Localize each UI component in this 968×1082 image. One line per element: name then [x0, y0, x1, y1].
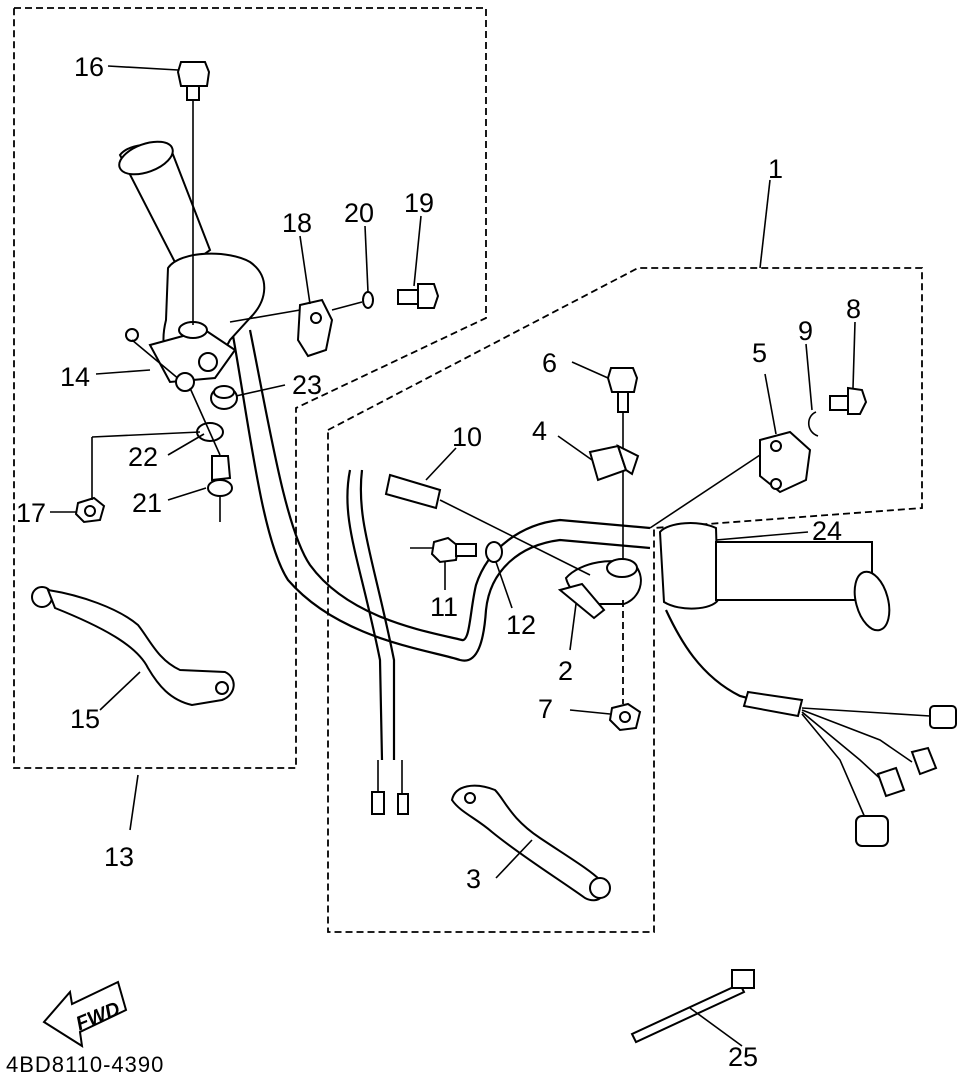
callout-10: 10 [452, 422, 482, 452]
axis-line-20 [331, 301, 363, 311]
leader-lines [50, 65, 856, 1047]
lever-holder-assy [148, 252, 266, 384]
callout-9: 9 [798, 316, 813, 346]
callout-3: 3 [466, 864, 481, 894]
callout-15: 15 [70, 704, 100, 734]
bolt-16 [176, 61, 211, 325]
bolt-6 [606, 367, 639, 560]
bracket-18 [296, 298, 334, 358]
group-box-13 [13, 7, 487, 769]
lever-3 [450, 784, 611, 902]
callout-8: 8 [846, 294, 861, 324]
cable-tie-25 [630, 969, 755, 1044]
callout-22: 22 [128, 442, 158, 472]
bushing-23 [210, 385, 238, 410]
fwd-arrow-icon: FWD [42, 980, 128, 1049]
callout-6: 6 [542, 348, 557, 378]
adjuster-14 [125, 328, 195, 392]
axis-line-18 [229, 309, 301, 323]
lever-15 [31, 586, 235, 707]
callout-17: 17 [16, 498, 46, 528]
washer-12 [485, 541, 503, 563]
callout-20: 20 [344, 198, 374, 228]
callout-23: 23 [292, 370, 322, 400]
callout-5: 5 [752, 338, 767, 368]
axis-line-21 [189, 387, 221, 456]
cover-5 [759, 430, 812, 494]
switch-21 [207, 455, 233, 522]
clip-9 [807, 411, 819, 437]
bolt-11 [410, 536, 477, 564]
callout-12: 12 [506, 610, 536, 640]
callout-11: 11 [430, 592, 458, 622]
callout-19: 19 [404, 188, 434, 218]
callout-2: 2 [558, 656, 573, 686]
callout-13: 13 [104, 842, 134, 872]
screw-8 [829, 386, 868, 415]
nut-7 [608, 600, 642, 732]
switch-4 [588, 444, 640, 482]
callout-14: 14 [60, 362, 90, 392]
right-switch-24 [658, 522, 957, 847]
callout-24: 24 [812, 516, 842, 546]
callout-18: 18 [282, 208, 312, 238]
lever-holder-2 [557, 558, 642, 620]
screw-19 [397, 283, 440, 309]
callout-4: 4 [532, 416, 547, 446]
callout-1: 1 [768, 154, 783, 184]
callout-16: 16 [74, 52, 104, 82]
drawing-code: 4BD8110-4390 [6, 1052, 164, 1077]
axis-line-5 [649, 454, 761, 529]
washer-20 [362, 291, 374, 309]
callout-21: 21 [132, 488, 162, 518]
nut-17 [74, 496, 106, 524]
group-box-1 [327, 267, 923, 933]
switch-10 [346, 469, 591, 815]
left-grip [118, 140, 212, 274]
callout-7: 7 [538, 694, 553, 724]
callout-25: 25 [728, 1042, 758, 1072]
